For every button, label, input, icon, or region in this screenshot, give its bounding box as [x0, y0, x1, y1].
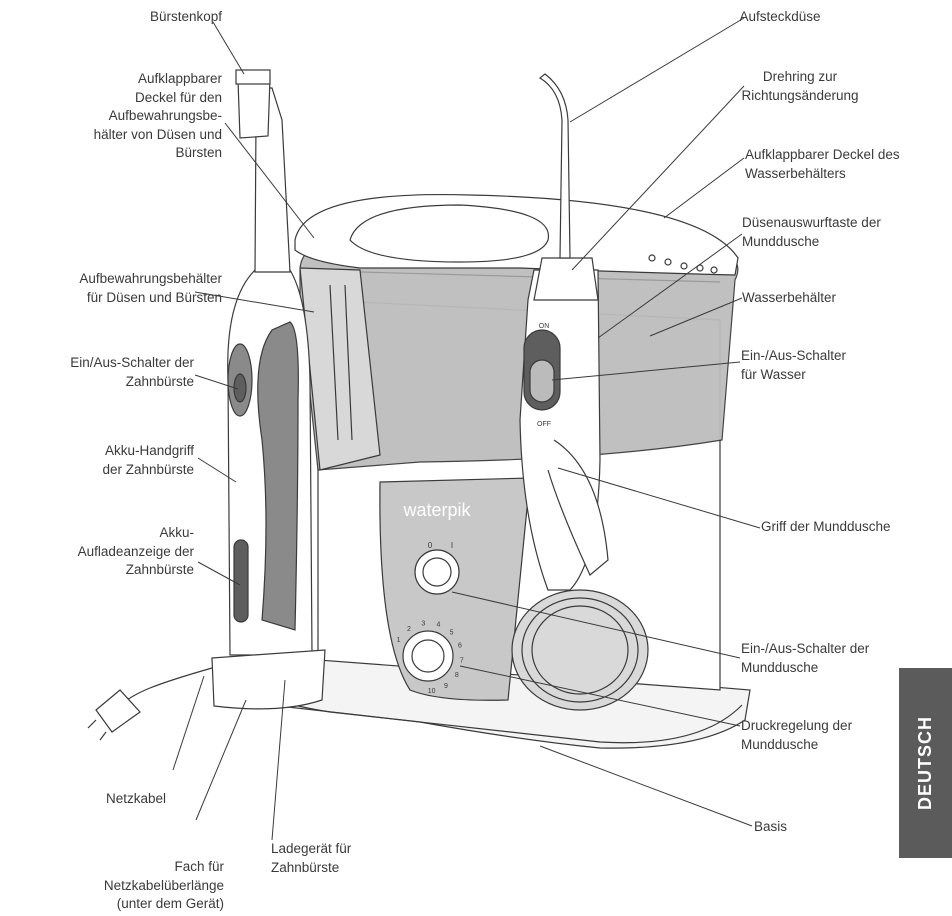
pressure-dial-mark: 9 [444, 683, 448, 690]
handle-on-text: ON [539, 323, 550, 330]
label-line: Aufklappbarer Deckel des [745, 146, 945, 165]
label-pressure-control: Druckregelung der Munddusche [741, 717, 901, 754]
label-line: Zahnbürste [271, 859, 391, 878]
label-line: Zahnbürste [10, 561, 194, 580]
label-reservoir-lid: Aufklappbarer Deckel des Wasserbehälters [745, 146, 945, 183]
label-water-switch: Ein-/Aus-Schalter für Wasser [741, 347, 941, 384]
label-line: Aufbewahrungsbe- [40, 107, 222, 126]
label-line: Akku- [10, 524, 194, 543]
label-line: für Düsen und Bürsten [10, 289, 222, 308]
label-brush-charger: Ladegerät für Zahnbürste [271, 840, 391, 877]
label-line: Ladegerät für [271, 840, 391, 859]
brush-head [238, 78, 270, 138]
label-line: Munddusche [741, 736, 901, 755]
label-line: Wasserbehälter [742, 289, 942, 308]
handle-off-text: OFF [537, 421, 551, 428]
label-line: Deckel für den [40, 89, 222, 108]
label-line: Akku-Handgriff [10, 442, 194, 461]
label-line: Munddusche [741, 659, 901, 678]
label-tip: Aufsteckdüse [700, 8, 860, 27]
label-brush-handle: Akku-Handgriff der Zahnbürste [10, 442, 194, 479]
pressure-dial-mark: 1 [397, 637, 401, 644]
label-line: Zahnbürste [10, 373, 194, 392]
label-line: Netzkabel [40, 790, 166, 809]
brush-charger [212, 650, 325, 709]
label-line: Aufsteckdüse [700, 8, 860, 27]
label-line: Ein-/Aus-Schalter der [741, 640, 901, 659]
label-line: Düsenauswurftaste der [742, 214, 942, 233]
label-line: Aufklappbarer [40, 70, 222, 89]
label-line: (unter dem Gerät) [40, 895, 224, 914]
label-line: Aufladeanzeige der [10, 543, 194, 562]
label-brush-switch: Ein/Aus-Schalter der Zahnbürste [10, 354, 194, 391]
label-line: Basis [754, 818, 854, 837]
label-line: Bürsten [40, 144, 222, 163]
pressure-dial-mark: 6 [458, 642, 462, 649]
pressure-dial-mark: 3 [421, 620, 425, 627]
label-storage-lid: Aufklappbarer Deckel für den Aufbewahrun… [40, 70, 222, 163]
label-eject-button: Düsenauswurftaste der Munddusche [742, 214, 942, 251]
pressure-dial-mark: 8 [455, 672, 459, 679]
label-line: Richtungsänderung [720, 87, 880, 106]
label-line: Griff der Munddusche [761, 518, 941, 537]
pressure-dial-mark: 5 [450, 630, 454, 637]
power-dial-mark-off: 0 [428, 541, 433, 550]
label-line: Netzkabelüberlänge [40, 877, 224, 896]
label-line: Munddusche [742, 233, 942, 252]
label-flosser-switch: Ein-/Aus-Schalter der Munddusche [741, 640, 901, 677]
label-power-cord: Netzkabel [40, 790, 166, 809]
label-line: Ein/Aus-Schalter der [10, 354, 194, 373]
label-rotation-ring: Drehring zur Richtungsänderung [720, 68, 880, 105]
label-line: Aufbewahrungsbehälter [10, 270, 222, 289]
power-dial-mark-on: I [451, 541, 453, 550]
pressure-dial-mark: 7 [460, 658, 464, 665]
label-line: für Wasser [741, 366, 941, 385]
pressure-dial-mark: 4 [437, 622, 441, 629]
label-line: Druckregelung der [741, 717, 901, 736]
brand-text: waterpik [402, 500, 471, 520]
label-line: Wasserbehälters [745, 165, 945, 184]
language-tab: DEUTSCH [899, 668, 952, 858]
label-line: der Zahnbürste [10, 461, 194, 480]
pressure-dial-mark: 2 [407, 626, 411, 633]
label-storage-case: Aufbewahrungsbehälter für Düsen und Bürs… [10, 270, 222, 307]
label-base: Basis [754, 818, 854, 837]
label-brush-head: Bürstenkopf [104, 8, 222, 27]
label-line: hälter von Düsen und [40, 126, 222, 145]
label-reservoir: Wasserbehälter [742, 289, 942, 308]
pressure-dial-mark: 10 [428, 688, 436, 695]
label-charge-indicator: Akku- Aufladeanzeige der Zahnbürste [10, 524, 194, 580]
label-line: Ein-/Aus-Schalter [741, 347, 941, 366]
label-flosser-handle: Griff der Munddusche [761, 518, 941, 537]
label-line: Fach für [40, 858, 224, 877]
label-line: Drehring zur [720, 68, 880, 87]
label-line: Bürstenkopf [104, 8, 222, 27]
label-cord-storage: Fach für Netzkabelüberlänge (unter dem G… [40, 858, 224, 914]
language-tab-label: DEUTSCH [899, 668, 952, 858]
